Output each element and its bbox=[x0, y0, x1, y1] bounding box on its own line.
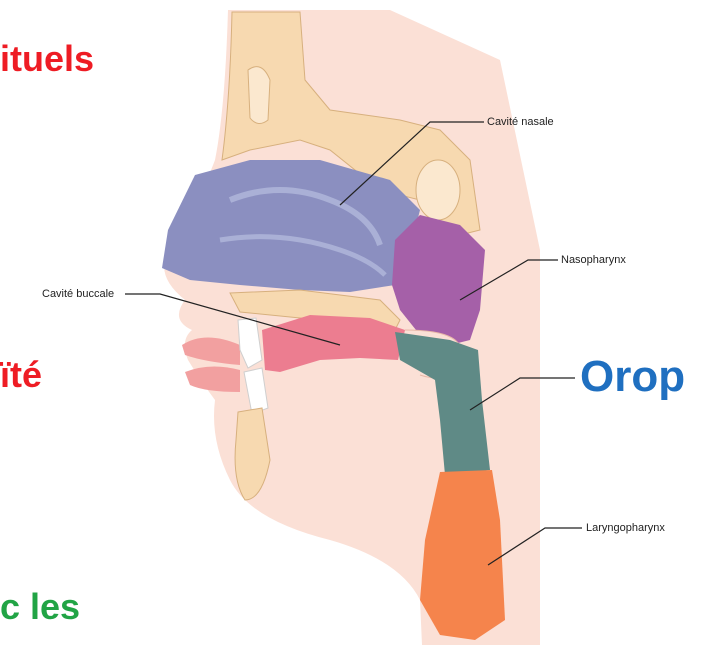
sinus bbox=[416, 160, 460, 220]
lower-lip bbox=[185, 366, 240, 392]
label-cavite-buccale: Cavité buccale bbox=[42, 288, 114, 300]
nasal-bone bbox=[248, 67, 270, 124]
fragment-right: Orop bbox=[580, 352, 685, 402]
label-nasopharynx: Nasopharynx bbox=[561, 254, 626, 266]
label-laryngopharynx: Laryngopharynx bbox=[586, 522, 665, 534]
fragment-middle-left: ïté bbox=[0, 354, 42, 396]
label-cavite-nasale: Cavité nasale bbox=[487, 116, 554, 128]
fragment-bottom-left: c les bbox=[0, 586, 80, 628]
fragment-top-left: ituels bbox=[0, 38, 94, 80]
